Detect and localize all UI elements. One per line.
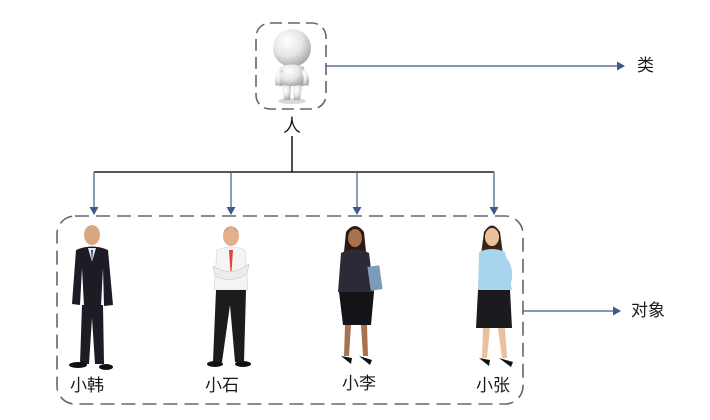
folder-icon — [367, 265, 383, 291]
businesswoman-icon — [338, 226, 383, 365]
person-3d-icon — [273, 29, 311, 104]
class-node-label: 人 — [283, 116, 301, 137]
class-annotation-label: 类 — [637, 56, 654, 76]
woman-blue-blouse-icon — [476, 225, 513, 367]
object-label-3: 小张 — [476, 376, 510, 396]
object-label-0: 小韩 — [70, 376, 104, 396]
object-label-1: 小石 — [205, 376, 239, 396]
object-annotation-label: 对象 — [631, 301, 665, 321]
tree-connector — [94, 136, 494, 173]
businessman-shirt-icon — [207, 226, 251, 367]
object-label-2: 小李 — [342, 374, 376, 394]
businessman-icon — [69, 225, 113, 370]
objects-group-border — [56, 215, 524, 405]
